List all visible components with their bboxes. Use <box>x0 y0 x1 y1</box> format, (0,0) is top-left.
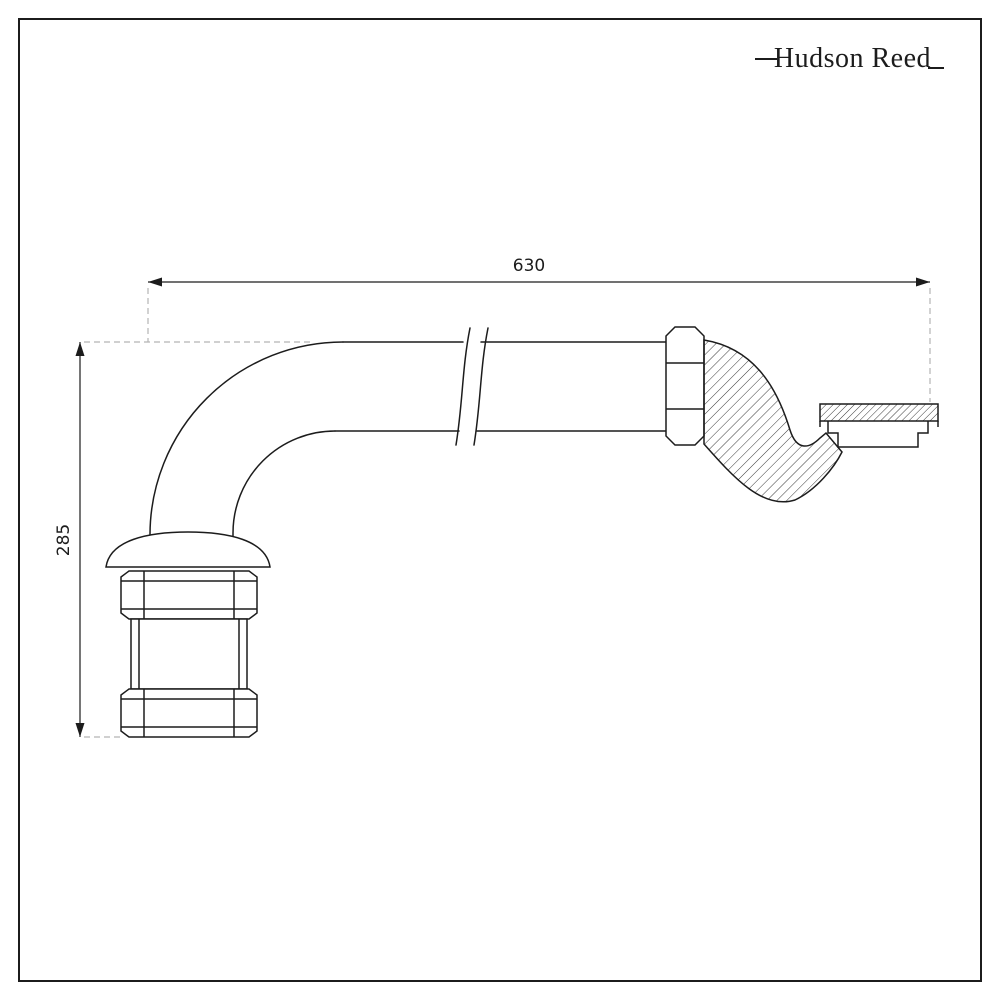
pipe-break-line <box>473 327 489 446</box>
drain-flange <box>819 403 939 448</box>
brand-name: Hudson Reed <box>773 43 931 74</box>
pipe-elbow-and-run <box>149 327 667 546</box>
dimension-width-label: 630 <box>513 256 545 276</box>
pipe-break-line <box>455 327 471 446</box>
fitting-top-nut <box>120 570 258 620</box>
fitting-bottom-nut <box>120 688 258 738</box>
dimension-height <box>75 342 85 737</box>
curved-outlet-pipe <box>703 339 843 503</box>
fitting-body <box>130 618 248 690</box>
drawing-border-frame <box>18 18 982 982</box>
brand-logo: Hudson Reed <box>754 43 944 75</box>
dimension-width <box>148 277 930 287</box>
hex-nut <box>665 326 705 446</box>
extension-lines <box>84 288 931 738</box>
fitting-dome <box>105 531 271 568</box>
brand-left-rule <box>754 58 777 61</box>
compression-fitting <box>105 531 271 738</box>
brand-right-rule <box>928 66 944 69</box>
dimension-height-label: 285 <box>54 524 74 556</box>
